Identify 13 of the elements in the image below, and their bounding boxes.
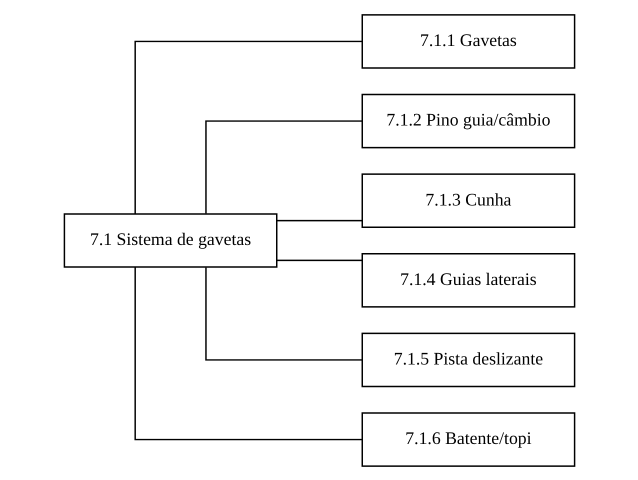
node-box: 7.1 Sistema de gavetas — [63, 212, 277, 268]
node-box: 7.1.4 Guias laterais — [361, 252, 575, 308]
connector — [276, 259, 362, 261]
node-box: 7.1.5 Pista deslizante — [361, 332, 575, 387]
connector — [276, 219, 362, 221]
node-box: 7.1.6 Batente/topi — [361, 412, 575, 466]
node-box: 7.1.3 Cunha — [361, 172, 575, 228]
connector — [134, 266, 362, 440]
connector — [204, 267, 362, 360]
node-box: 7.1.1 Gavetas — [361, 14, 575, 68]
connector — [134, 40, 362, 214]
node-box: 7.1.2 Pino guia/câmbio — [361, 93, 575, 148]
connector — [204, 120, 362, 213]
